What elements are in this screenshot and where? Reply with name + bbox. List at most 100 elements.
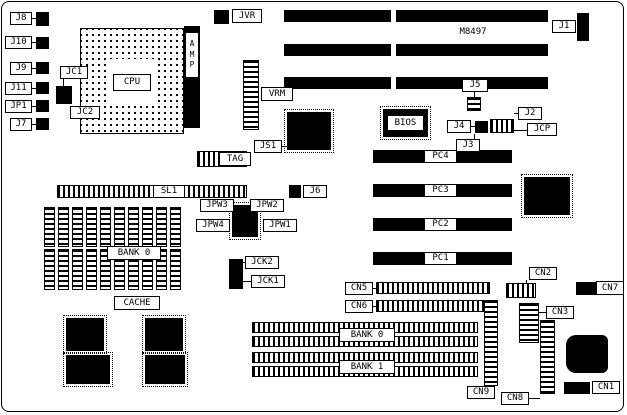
jp1-leader-line — [32, 106, 36, 107]
jck2-label: JCK2 — [245, 256, 279, 269]
cn1-connector — [564, 382, 590, 394]
bank0-dram-chip — [86, 207, 97, 247]
bank0-dram-chip — [58, 249, 69, 290]
cache-chip — [63, 315, 107, 354]
j6-label: J6 — [303, 185, 327, 198]
j9-label: J9 — [10, 62, 32, 75]
isa-slot-1-left — [284, 10, 391, 22]
j6-connector — [289, 185, 301, 198]
jcp-label: JCP — [527, 123, 557, 136]
cn9-header — [484, 300, 498, 386]
j3-leader-line — [474, 134, 475, 139]
tag-label: TAG — [219, 152, 251, 166]
isa-slot-2-left — [284, 44, 391, 56]
jck-connector — [229, 259, 243, 289]
j2-label: J2 — [518, 107, 542, 120]
jc1-label: JC1 — [60, 66, 88, 79]
isa-slot-1-right — [396, 10, 548, 22]
j1-connector — [577, 13, 589, 41]
j7-leader-line — [32, 124, 36, 125]
cn9-label: CN9 — [467, 386, 495, 399]
jck1-leader-line — [243, 281, 251, 282]
jcp-connector — [490, 119, 514, 133]
j1-label: J1 — [552, 20, 576, 33]
jp1-connector — [36, 100, 49, 112]
j2-leader-line — [514, 113, 518, 114]
cn8-label: CN8 — [501, 392, 529, 405]
jcp-leader-line — [514, 130, 527, 131]
cache-chip — [63, 352, 113, 387]
cache-label: CACHE — [114, 296, 160, 310]
jck2-leader-line — [243, 262, 246, 263]
cn6-label: CN6 — [345, 300, 373, 313]
bank0-dram-chip — [170, 207, 181, 247]
cn2-header — [506, 283, 536, 298]
j9-connector — [36, 62, 49, 74]
jpw2-label: JPW2 — [250, 199, 284, 212]
cn5-label: CN5 — [345, 282, 373, 295]
cn6-leader-line — [373, 306, 376, 307]
bank0-dram-chip — [128, 207, 139, 247]
cn1-label: CN1 — [592, 381, 620, 394]
cache-chip — [142, 352, 188, 387]
bank0-dram-chip — [100, 207, 111, 247]
cn2-leader-line — [526, 280, 527, 284]
js1-leader-line — [282, 146, 287, 147]
pc3-label: PC3 — [424, 184, 457, 197]
bank0-dram-chip — [72, 207, 83, 247]
bank0-dram-chip — [100, 249, 111, 290]
j8-label: J8 — [10, 12, 32, 25]
bank0-dram-chip — [142, 207, 153, 247]
cpu-label: CPU — [113, 74, 151, 91]
jpw1-label: JPW1 — [263, 219, 297, 232]
bank0-bottom-label: BANK 0 — [339, 328, 395, 342]
j11-label: J11 — [5, 82, 32, 95]
j10-leader-line — [32, 42, 36, 43]
cn8-leader-line — [529, 398, 540, 399]
jpw3-label: JPW3 — [200, 199, 234, 212]
j4-leader-line — [471, 126, 475, 127]
keyboard-connector — [566, 335, 608, 373]
model-text: M8497 — [459, 26, 487, 37]
cn7-label: CN7 — [596, 281, 624, 295]
jvr-connector — [214, 10, 229, 24]
bank0-dram-chip — [58, 207, 69, 247]
j9-leader-line — [32, 68, 36, 69]
bank0-dram-chip — [170, 249, 181, 290]
j11-connector — [36, 82, 49, 94]
bank0-dram-chip — [156, 249, 167, 290]
bank0-dram-chip — [86, 249, 97, 290]
pc1-label: PC1 — [424, 252, 457, 265]
j10-connector — [36, 37, 49, 49]
j5-connector — [467, 97, 481, 111]
jck1-label: JCK1 — [251, 275, 285, 288]
j10-label: J10 — [5, 36, 32, 49]
js1-chip — [284, 109, 334, 153]
bank0-dram-chip — [44, 207, 55, 247]
j5-label: J5 — [462, 79, 488, 92]
pc2-label: PC2 — [424, 218, 457, 231]
bank1-label: BANK 1 — [339, 360, 395, 374]
jpw4-label: JPW4 — [196, 219, 230, 232]
jc1-leader-line — [63, 79, 64, 87]
j7-label: J7 — [10, 118, 32, 131]
bank0-dram-chip — [114, 207, 125, 247]
bank0-left-label: BANK 0 — [107, 246, 161, 260]
j11-leader-line — [32, 88, 36, 89]
sl1-label: SL1 — [153, 185, 185, 198]
vrm-module — [243, 60, 259, 130]
cn3-label: CN3 — [546, 306, 574, 319]
j8-leader-line — [32, 18, 36, 19]
jc-connector — [56, 86, 72, 104]
jp1-label: JP1 — [5, 100, 32, 113]
sl1-connector — [57, 185, 247, 198]
jc2-label: JC2 — [70, 106, 100, 119]
cn2-label: CN2 — [529, 267, 557, 280]
chipset-chip — [521, 174, 573, 218]
j3-label: J3 — [456, 139, 480, 152]
isa-slot-3-left — [284, 77, 391, 89]
vrm-label: VRM — [261, 87, 293, 101]
cn5-header — [376, 282, 490, 294]
